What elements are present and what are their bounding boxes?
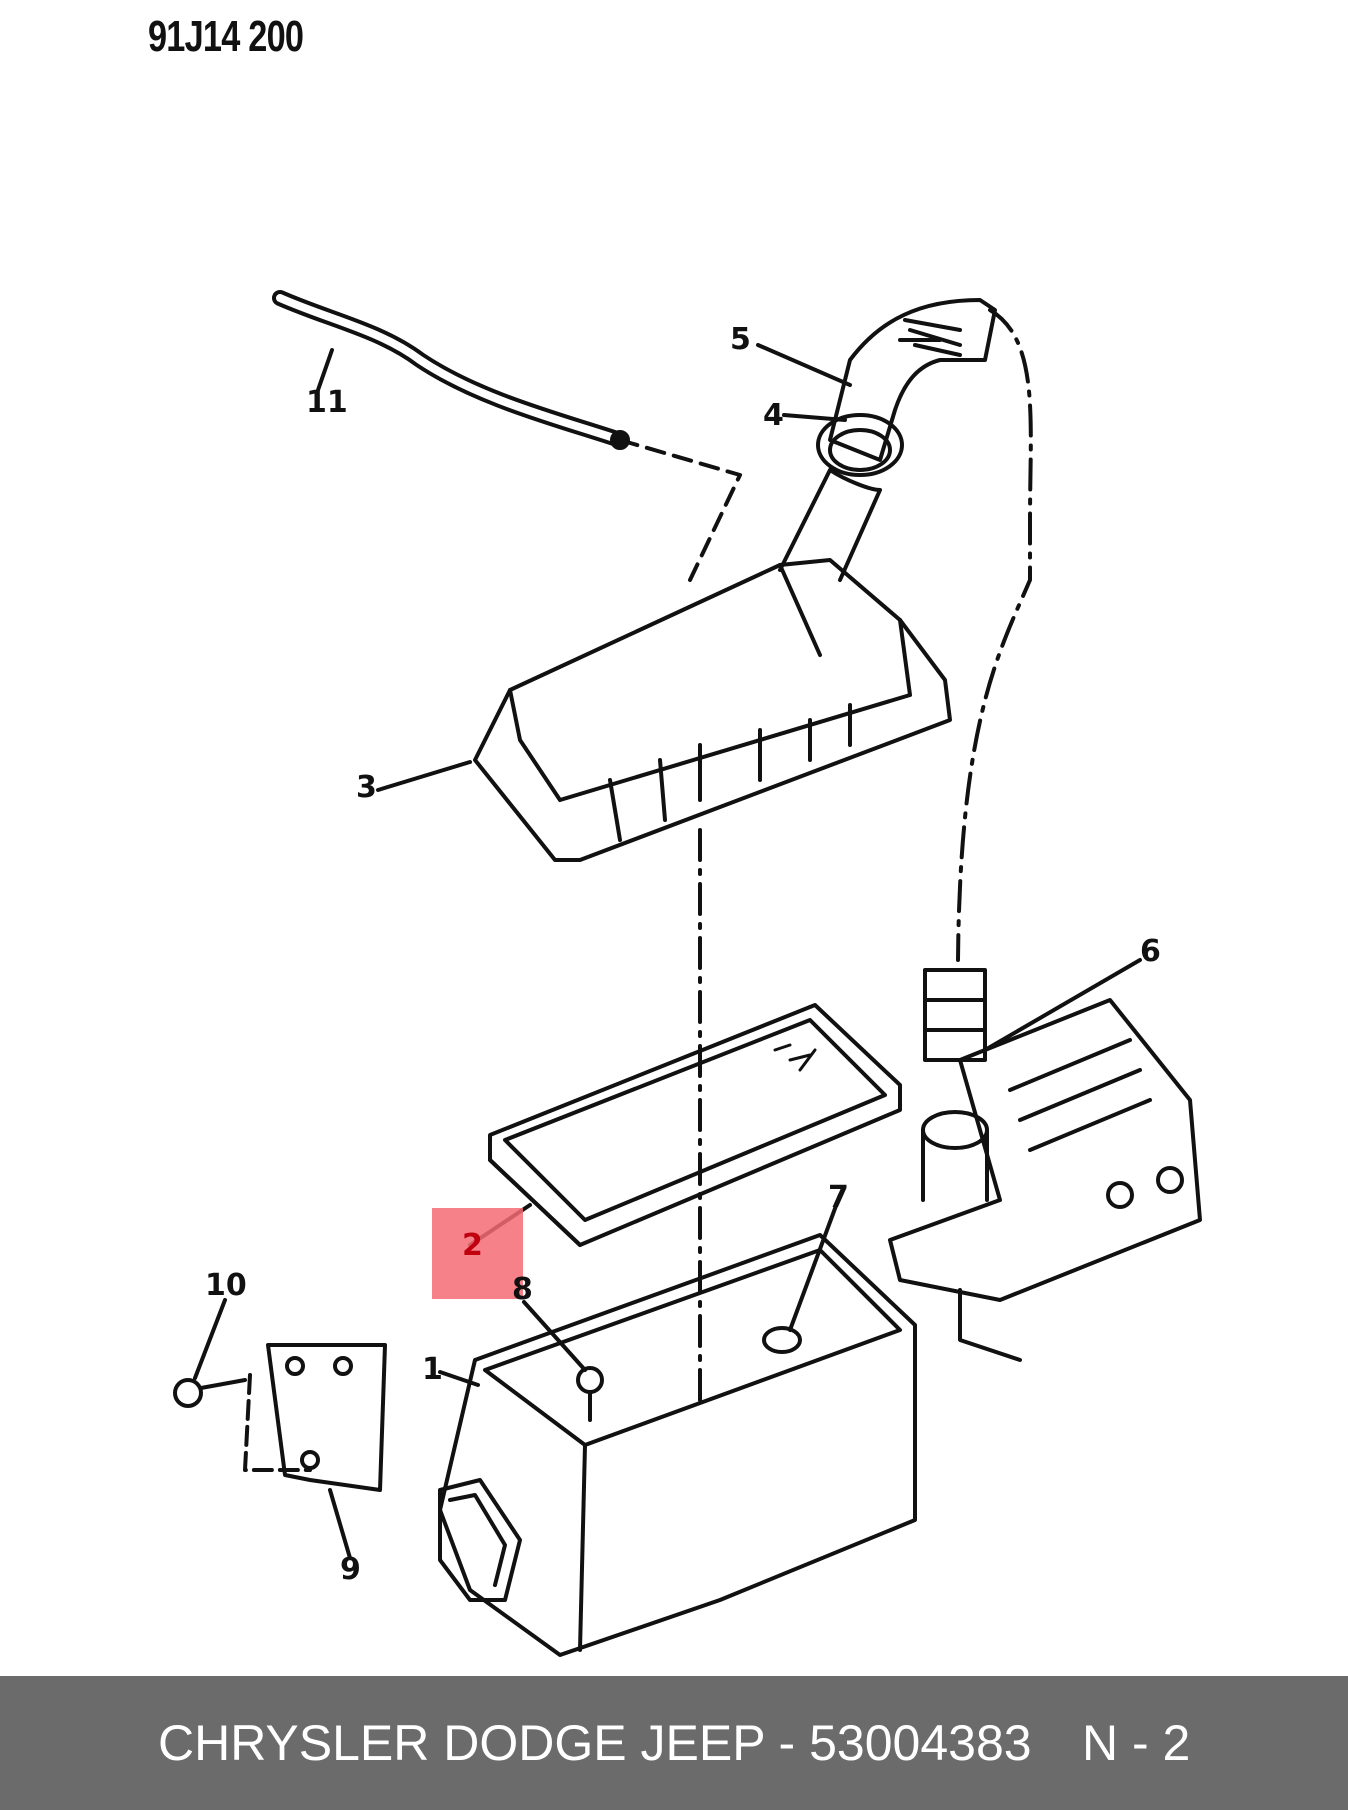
footer-title: CHRYSLER DODGE JEEP - 53004383	[158, 1715, 1032, 1771]
footer-bar: CHRYSLER DODGE JEEP - 53004383 N - 2	[0, 1676, 1348, 1810]
duct-part-5	[828, 298, 997, 462]
filter-part-2	[488, 1003, 902, 1247]
bracket-part-9	[243, 1343, 387, 1492]
dash-line-11	[618, 438, 742, 582]
cover-snorkel	[778, 468, 882, 582]
cover-part-3	[473, 558, 952, 862]
leader-7	[788, 1193, 842, 1332]
housing-part-1	[438, 1233, 917, 1657]
callout-11: 11	[306, 385, 348, 420]
clamp-part-4	[816, 413, 904, 477]
leader-3	[376, 760, 472, 792]
dash-line-6	[956, 308, 1033, 962]
callout-3: 3	[356, 770, 377, 805]
callout-1: 1	[422, 1352, 443, 1387]
leader-11	[316, 348, 334, 392]
callout-9: 9	[340, 1552, 361, 1587]
leader-8	[522, 1300, 587, 1372]
sensor-part-6	[888, 968, 1202, 1362]
bolt-part-8	[576, 1366, 604, 1422]
leader-5	[756, 343, 852, 387]
screw-part-10	[173, 1378, 247, 1408]
leader-9	[328, 1488, 352, 1560]
leader-4	[782, 413, 847, 422]
callout-8: 8	[512, 1272, 533, 1307]
callout-7: 7	[828, 1180, 849, 1215]
callout-5: 5	[730, 322, 751, 357]
highlight-box	[432, 1208, 523, 1299]
grommet-part-7	[762, 1326, 802, 1354]
callout-10: 10	[205, 1268, 247, 1303]
diagram-code: 91J14 200	[148, 12, 304, 61]
leader-10	[193, 1298, 227, 1380]
callout-2: 2	[462, 1228, 483, 1263]
hose-part-11	[272, 290, 630, 450]
footer-part-ref: N - 2	[1082, 1715, 1191, 1771]
callout-6: 6	[1140, 934, 1161, 969]
callout-4: 4	[763, 398, 784, 433]
leader-1	[438, 1370, 480, 1387]
exploded-diagram	[173, 290, 1202, 1657]
leader-6	[983, 958, 1142, 1052]
